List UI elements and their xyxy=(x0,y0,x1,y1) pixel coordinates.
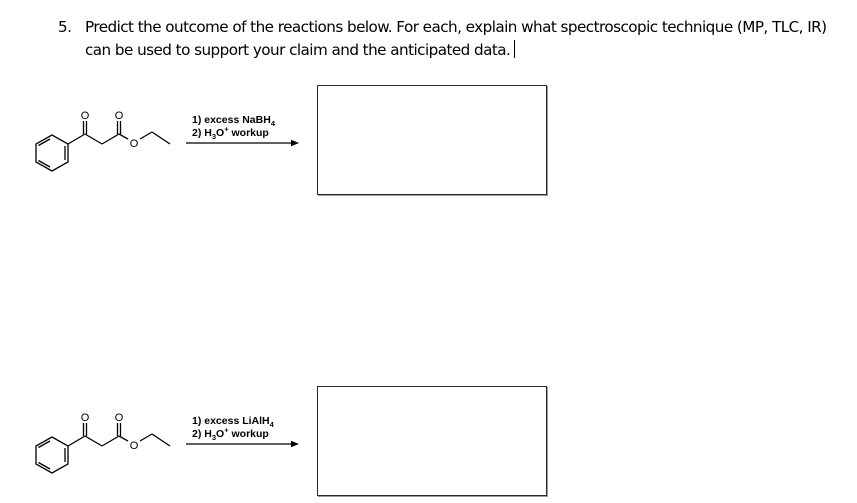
svg-text:O: O xyxy=(81,110,90,122)
svg-text:O: O xyxy=(81,412,90,424)
step-1: 1) excess NaBH4 xyxy=(192,114,275,129)
svg-text:O: O xyxy=(130,440,139,452)
step-2: 2) H3O+ workup xyxy=(192,425,269,443)
reaction-arrow-icon xyxy=(186,440,299,448)
reactant-structure-icon: O O O xyxy=(35,412,171,474)
reactant-structure-icon: O O O xyxy=(35,110,171,172)
svg-text:O: O xyxy=(115,412,124,424)
question-text[interactable]: Predict the outcome of the reactions bel… xyxy=(85,18,827,59)
svg-text:O: O xyxy=(115,110,124,122)
reaction-conditions: 1) excess NaBH4 2) H3O+ workup xyxy=(192,114,275,140)
text-cursor xyxy=(514,40,516,58)
svg-text:O: O xyxy=(130,138,139,150)
reaction-conditions: 1) excess LiAlH4 2) H3O+ workup xyxy=(192,415,274,441)
reaction-1: O O O 1) excess NaBH4 2) H3O+ workup xyxy=(0,0,857,195)
reaction-arrow-icon xyxy=(186,139,299,147)
answer-box-2[interactable] xyxy=(317,386,547,496)
question-number: 5. xyxy=(58,18,72,36)
step-1: 1) excess LiAlH4 xyxy=(192,415,274,430)
answer-box-1[interactable] xyxy=(317,85,547,195)
step-2: 2) H3O+ workup xyxy=(192,124,269,142)
